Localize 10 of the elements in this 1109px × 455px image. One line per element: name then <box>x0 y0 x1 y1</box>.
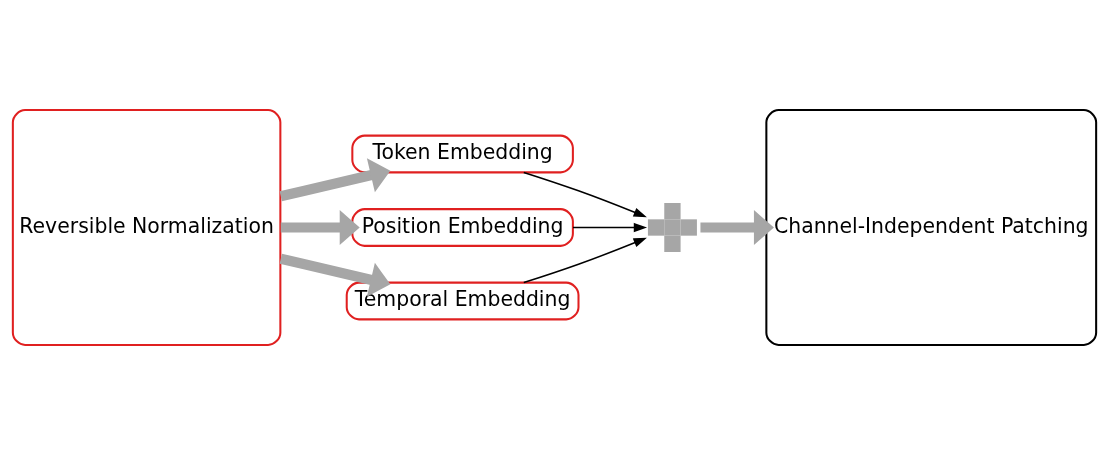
node-box: Reversible Normalization <box>11 109 282 346</box>
node-box: Channel-Independent Patching <box>765 109 1098 346</box>
arrow <box>523 237 647 284</box>
node-box: Token Embedding <box>351 134 574 174</box>
node-box: Position Embedding <box>351 208 574 247</box>
arrow <box>572 222 648 233</box>
arrow <box>700 210 774 245</box>
arrow <box>280 209 360 245</box>
arrow <box>523 171 647 218</box>
node-box: Temporal Embedding <box>345 281 580 321</box>
